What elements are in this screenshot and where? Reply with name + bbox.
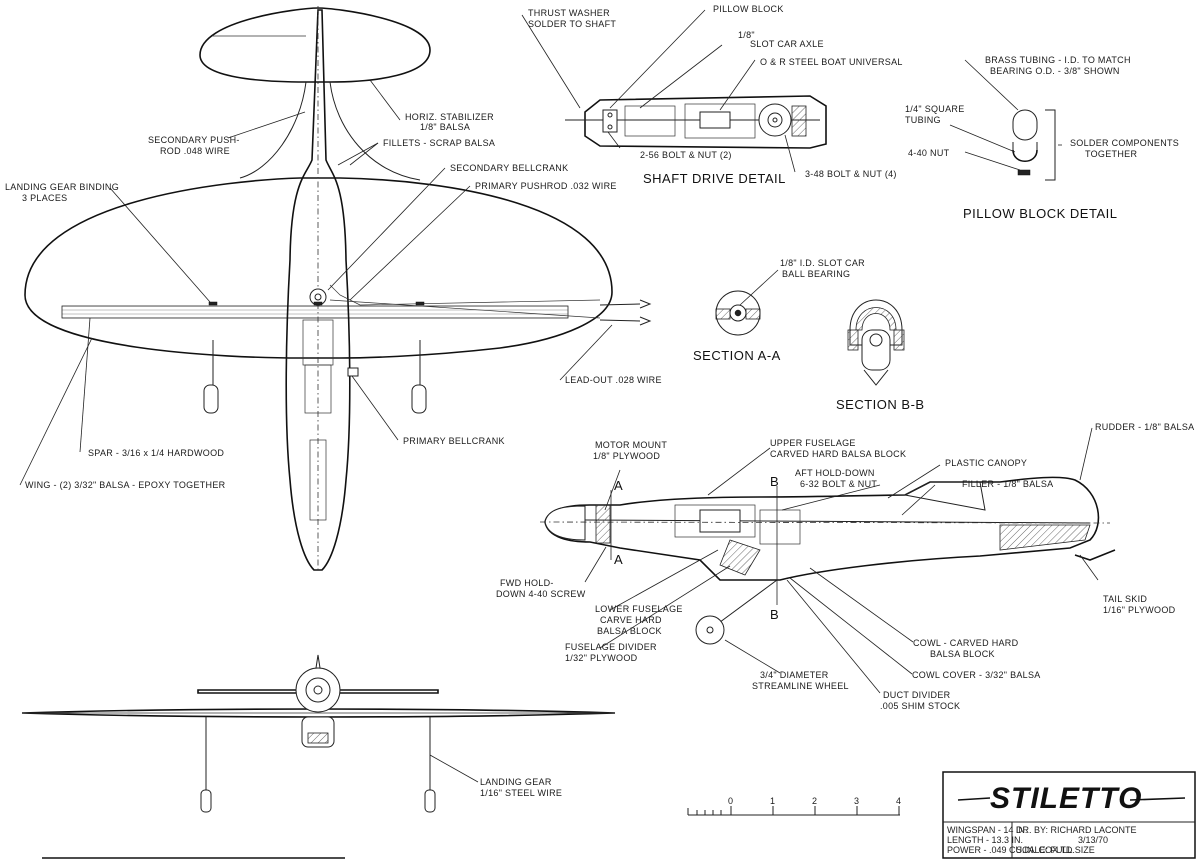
drawn-by: DR. BY: RICHARD LACONTE: [1016, 825, 1137, 835]
scale-tick-4: 4: [896, 796, 901, 806]
horizontal-stabilizer: [199, 7, 431, 83]
title-section-aa: SECTION A-A: [693, 348, 781, 363]
labels: THRUST WASHER SOLDER TO SHAFT PILLOW BLO…: [5, 4, 1194, 798]
title-shaft-drive: SHAFT DRIVE DETAIL: [643, 171, 786, 186]
label-bolt-256: 2-56 BOLT & NUT (2): [640, 150, 732, 160]
label-duct-divider-1: DUCT DIVIDER: [883, 690, 951, 700]
leader-lines: [19, 9, 1099, 783]
label-solder-2: TOGETHER: [1085, 149, 1137, 159]
label-filler: FILLER - 1/8" BALSA: [962, 479, 1053, 489]
label-lower-fuselage-1: LOWER FUSELAGE: [595, 604, 683, 614]
label-primary-bellcrank: PRIMARY BELLCRANK: [403, 436, 505, 446]
label-duct-divider-2: .005 SHIM STOCK: [880, 701, 960, 711]
label-horiz-stab-1: HORIZ. STABILIZER: [405, 112, 494, 122]
fuselage-top: [285, 9, 351, 571]
label-solder-1: SOLDER COMPONENTS: [1070, 138, 1179, 148]
section-marker-b-bottom: B: [770, 607, 779, 622]
title-pillow-block: PILLOW BLOCK DETAIL: [963, 206, 1117, 221]
label-fuselage-divider-1: FUSELAGE DIVIDER: [565, 642, 657, 652]
label-tail-skid-1: TAIL SKID: [1103, 594, 1147, 604]
label-brass-tubing-2: BEARING O.D. - 3/8" SHOWN: [990, 66, 1120, 76]
label-streamline-wheel-1: 3/4" DIAMETER: [760, 670, 829, 680]
label-cowl-carved-2: BALSA BLOCK: [930, 649, 995, 659]
label-fillets: FILLETS - SCRAP BALSA: [383, 138, 495, 148]
title-block: STILETTO WINGSPAN - 14 IN. LENGTH - 13.3…: [942, 771, 1196, 859]
label-landing-gear-1: LANDING GEAR: [480, 777, 552, 787]
section-marker-a-bottom: A: [614, 552, 623, 567]
label-fwd-hold-down-1: FWD HOLD-: [500, 578, 554, 588]
label-landing-gear-2: 1/16" STEEL WIRE: [480, 788, 562, 798]
label-fuselage-divider-2: 1/32" PLYWOOD: [565, 653, 638, 663]
label-boat-universal: O & R STEEL BOAT UNIVERSAL: [760, 57, 903, 67]
label-secondary-bellcrank: SECONDARY BELLCRANK: [450, 163, 568, 173]
main-gear-right: [411, 340, 427, 414]
top-view: [24, 6, 652, 572]
label-fwd-hold-down-2: DOWN 4-40 SCREW: [496, 589, 586, 599]
title-logo: STILETTO: [990, 782, 1142, 815]
label-lower-fuselage-3: BALSA BLOCK: [597, 626, 662, 636]
label-axle-size: 1/8": [738, 30, 755, 40]
shaft-drive-detail: [565, 95, 827, 149]
label-thrust-washer-2: SOLDER TO SHAFT: [528, 19, 616, 29]
label-brass-tubing-1: BRASS TUBING - I.D. TO MATCH: [985, 55, 1131, 65]
label-secondary-push-1: SECONDARY PUSH-: [148, 135, 240, 145]
label-thrust-washer-1: THRUST WASHER: [528, 8, 610, 18]
scale-tick-1: 1: [770, 796, 775, 806]
label-axle: SLOT CAR AXLE: [750, 39, 824, 49]
label-lead-out: LEAD-OUT .028 WIRE: [565, 375, 662, 385]
label-horiz-stab-2: 1/8" BALSA: [420, 122, 470, 132]
drawing-scale: SCALE: FULL SIZE: [1016, 845, 1095, 855]
drawing-date: 3/13/70: [1078, 835, 1108, 845]
label-rudder: RUDDER - 1/8" BALSA: [1095, 422, 1194, 432]
wing: [24, 177, 613, 359]
label-tail-skid-2: 1/16" PLYWOOD: [1103, 605, 1176, 615]
scale-tick-2: 2: [812, 796, 817, 806]
label-aft-hold-down-2: 6-32 BOLT & NUT: [800, 479, 877, 489]
label-pillow-block: PILLOW BLOCK: [713, 4, 784, 14]
scale-tick-3: 3: [854, 796, 859, 806]
label-upper-fuselage-1: UPPER FUSELAGE: [770, 438, 856, 448]
main-gear-left: [203, 340, 219, 414]
label-nut-440: 4-40 NUT: [908, 148, 950, 158]
label-motor-mount-1: MOTOR MOUNT: [595, 440, 667, 450]
scale-tick-0: 0: [728, 796, 733, 806]
section-aa: [715, 290, 761, 336]
label-ball-bearing-1: 1/8" I.D. SLOT CAR: [780, 258, 865, 268]
spec-power: POWER - .049 CU.IN. COX TD.: [947, 845, 1075, 855]
label-streamline-wheel-2: STREAMLINE WHEEL: [752, 681, 849, 691]
label-primary-pushrod: PRIMARY PUSHROD .032 WIRE: [475, 181, 617, 191]
label-gear-binding-2: 3 PLACES: [22, 193, 67, 203]
fuselage-side: [544, 476, 1100, 581]
section-bb: [847, 299, 905, 386]
label-lower-fuselage-2: CARVE HARD: [600, 615, 662, 625]
front-view: [21, 654, 616, 813]
section-marker-a-top: A: [614, 478, 623, 493]
label-bolt-348: 3-48 BOLT & NUT (4): [805, 169, 897, 179]
label-aft-hold-down-1: AFT HOLD-DOWN: [795, 468, 875, 478]
label-gear-binding-1: LANDING GEAR BINDING: [5, 182, 119, 192]
spec-length: LENGTH - 13.3 IN.: [947, 835, 1023, 845]
label-wing: WING - (2) 3/32" BALSA - EPOXY TOGETHER: [25, 480, 226, 490]
label-spar: SPAR - 3/16 x 1/4 HARDWOOD: [88, 448, 224, 458]
wing-spar: [61, 305, 569, 319]
title-section-bb: SECTION B-B: [836, 397, 925, 412]
label-motor-mount-2: 1/8" PLYWOOD: [593, 451, 660, 461]
spec-wingspan: WINGSPAN - 14 IN.: [947, 825, 1027, 835]
scale-bar: 0 1 2 3 4: [687, 796, 901, 816]
label-square-tubing-1: 1/4" SQUARE: [905, 104, 965, 114]
pillow-block-detail: [1012, 109, 1056, 181]
label-plastic-canopy: PLASTIC CANOPY: [945, 458, 1027, 468]
label-ball-bearing-2: BALL BEARING: [782, 269, 850, 279]
label-secondary-push-2: ROD .048 WIRE: [160, 146, 230, 156]
label-cowl-carved-1: COWL - CARVED HARD: [913, 638, 1019, 648]
label-cowl-cover: COWL COVER - 3/32" BALSA: [912, 670, 1041, 680]
label-square-tubing-2: TUBING: [905, 115, 941, 125]
label-upper-fuselage-2: CARVED HARD BALSA BLOCK: [770, 449, 906, 459]
section-marker-b-top: B: [770, 474, 779, 489]
